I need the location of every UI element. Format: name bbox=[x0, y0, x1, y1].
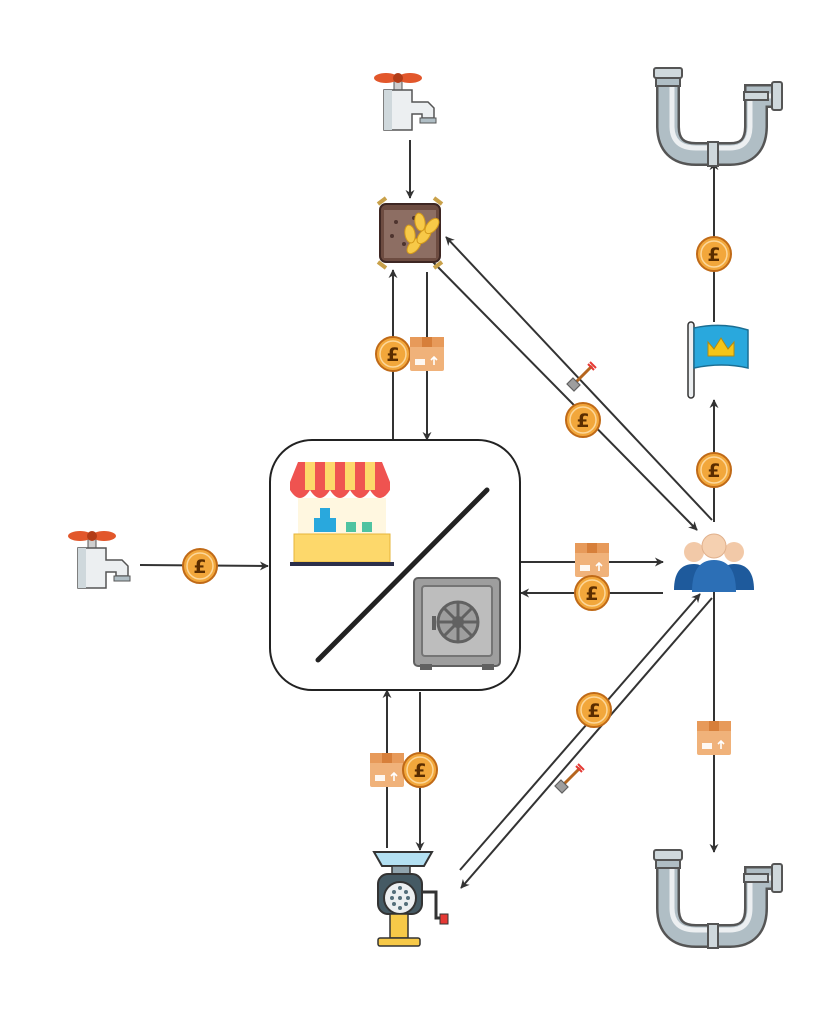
tap-top-node[interactable] bbox=[373, 72, 437, 131]
pound-coin-icon bbox=[696, 236, 732, 272]
pound-coin-icon bbox=[402, 752, 438, 788]
raw-materials-node[interactable] bbox=[376, 196, 444, 270]
safe-icon bbox=[413, 577, 501, 670]
drain-pipe-icon bbox=[654, 850, 782, 948]
goods-box-icon bbox=[409, 336, 445, 372]
meat-grinder-icon bbox=[372, 851, 449, 947]
drain-top-node[interactable] bbox=[654, 68, 782, 166]
crown-flag-icon bbox=[687, 321, 749, 399]
households-node[interactable] bbox=[674, 533, 754, 592]
flow-households-to-production bbox=[460, 597, 713, 889]
water-tap-icon bbox=[67, 530, 131, 589]
water-tap-icon bbox=[373, 72, 437, 131]
pound-coin-icon bbox=[696, 452, 732, 488]
pound-coin-icon bbox=[576, 692, 612, 728]
shop-icon bbox=[290, 462, 394, 566]
firm-divider bbox=[315, 487, 490, 663]
firm-node[interactable] bbox=[269, 439, 521, 691]
goods-box-icon bbox=[696, 720, 732, 756]
drain-pipe-icon bbox=[654, 68, 782, 166]
grain-sack-icon bbox=[376, 196, 444, 270]
drain-bottom-node[interactable] bbox=[654, 850, 782, 948]
government-node[interactable] bbox=[687, 321, 749, 399]
goods-box-icon bbox=[574, 542, 610, 578]
flow-production-to-households bbox=[459, 593, 701, 871]
labour-shovel-icon bbox=[553, 762, 586, 795]
pound-coin-icon bbox=[182, 548, 218, 584]
pound-coin-icon bbox=[574, 575, 610, 611]
pound-coin-icon bbox=[375, 336, 411, 372]
labour-shovel-icon bbox=[565, 360, 598, 393]
flow-raw-materials-to-households bbox=[430, 259, 698, 531]
people-group-icon bbox=[674, 533, 754, 592]
production-node[interactable] bbox=[372, 851, 449, 947]
pound-coin-icon bbox=[565, 402, 601, 438]
tap-left-node[interactable] bbox=[67, 530, 131, 589]
goods-box-icon bbox=[369, 752, 405, 788]
